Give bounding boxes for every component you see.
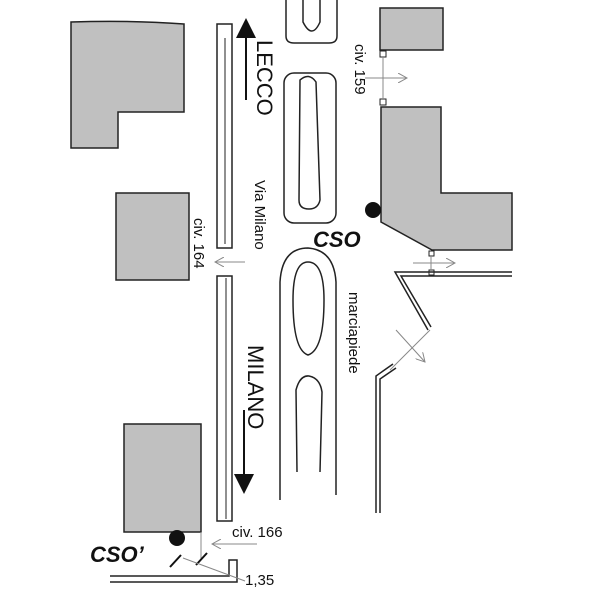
building-top-right — [379, 7, 444, 51]
sidewalk-edge — [375, 363, 394, 513]
island-top — [285, 0, 338, 44]
island-top-inner — [302, 0, 321, 32]
label-lecco: LECCO — [252, 40, 277, 116]
building-mid-left — [115, 192, 190, 281]
label-civ166: civ. 166 — [232, 524, 283, 541]
island-bottom-inner — [292, 261, 325, 356]
sidewalk-corner — [110, 559, 238, 583]
gate-post — [379, 50, 387, 58]
measure-tick — [169, 554, 182, 568]
label-cso-prime: CSO’ — [90, 542, 145, 567]
label-sidewalk: marciapiede — [345, 292, 362, 374]
median-north — [216, 23, 233, 249]
island-middle — [283, 72, 337, 224]
label-measure: 1,35 — [245, 572, 274, 589]
cso-marker — [365, 202, 381, 218]
building-bottom-left — [123, 423, 202, 533]
cso-prime-marker — [169, 530, 185, 546]
building-right — [380, 106, 513, 251]
label-milano: MILANO — [243, 345, 268, 429]
sidewalk-edge — [399, 275, 512, 328]
label-street: Via Milano — [251, 180, 268, 250]
island-bottom — [279, 247, 337, 500]
label-civ164: civ. 164 — [190, 218, 207, 269]
gate-post — [428, 250, 435, 257]
entrance-arrow-sidewalk — [395, 329, 425, 362]
sidewalk-edge — [393, 271, 512, 331]
gate-line — [389, 329, 431, 371]
sidewalk-edge — [379, 367, 397, 513]
label-cso: CSO — [313, 227, 361, 252]
measure-leader — [182, 557, 246, 582]
island-bottom-teardrop — [295, 375, 323, 473]
building-top-left — [70, 20, 185, 149]
island-middle-inner — [298, 75, 321, 210]
median-south — [216, 275, 233, 522]
gate-post — [379, 98, 387, 106]
label-civ159: civ. 159 — [351, 44, 368, 95]
